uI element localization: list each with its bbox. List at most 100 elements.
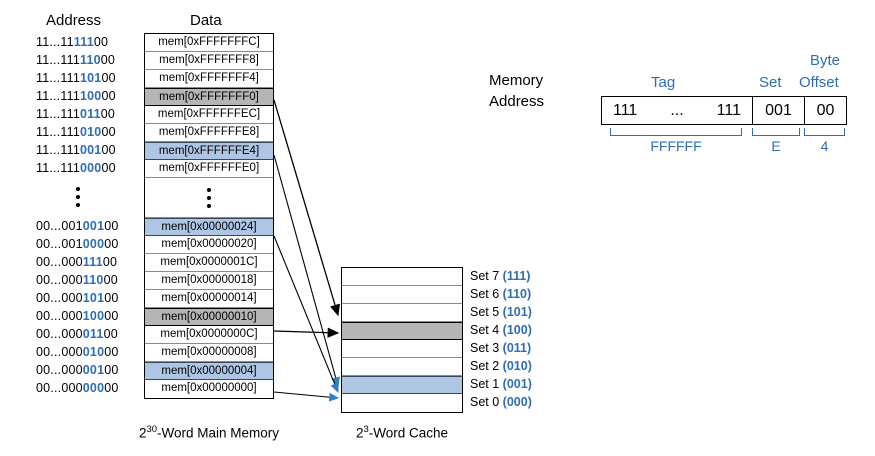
cache-set-binary: (101) (502, 305, 532, 319)
memory-address-label-line2: Address (489, 93, 545, 110)
address-ellipsis (36, 177, 144, 217)
cache-set-label: Set 7 (111) (470, 267, 532, 285)
memory-address-label-row: 00...00001100 (36, 325, 144, 343)
address-set-bits: 110 (80, 53, 101, 67)
memory-address-label-row: 11...11100100 (36, 141, 144, 159)
tag-field: 111 ... 111 (602, 97, 752, 124)
tag-field-ellipsis: ... (670, 101, 684, 119)
cache-set-binary: (001) (502, 377, 532, 391)
cache-set-name: Set 6 (470, 287, 500, 301)
address-set-bits: 111 (82, 255, 103, 269)
address-tag-bits: 00...000 (36, 363, 83, 377)
memory-row: mem[0xFFFFFFF8] (145, 52, 273, 70)
cache-set-label: Set 2 (010) (470, 357, 532, 375)
memory-row: mem[0xFFFFFFE0] (145, 160, 273, 178)
address-tag-bits: 11...111 (36, 71, 80, 85)
address-set-bits: 100 (82, 309, 105, 323)
memory-address-label-row: 00...00010000 (36, 307, 144, 325)
memory-row: mem[0xFFFFFFE8] (145, 124, 273, 142)
byte-offset-hex-label: 4 (820, 138, 829, 154)
memory-row-ellipsis (145, 178, 273, 218)
memory-row: mem[0xFFFFFFE4] (145, 142, 273, 160)
cache-set-row (342, 358, 462, 376)
memory-row: mem[0x00000024] (145, 218, 273, 236)
memory-address-label: Memory Address (489, 70, 544, 112)
address-set-bits: 001 (82, 219, 105, 233)
address-tag-bits: 11...111 (36, 53, 80, 67)
address-tag-bits: 00...000 (36, 327, 83, 341)
memory-address-label-row: 11...11101100 (36, 105, 144, 123)
address-set-bits: 001 (80, 143, 102, 157)
cache-set-row (342, 340, 462, 358)
address-tag-bits: 00...001 (36, 237, 83, 251)
cache-set-row (342, 304, 462, 322)
memory-address-label-row: 11...11100000 (36, 159, 144, 177)
memory-row: mem[0xFFFFFFF4] (145, 70, 273, 88)
byte-offset-field-name-line1: Byte (810, 52, 841, 69)
cache-set-label: Set 0 (000) (470, 393, 532, 411)
cache-caption-base: 2 (355, 425, 364, 441)
cache-set-binary: (011) (502, 341, 532, 355)
address-offset-bits: 00 (104, 237, 119, 251)
cache-set-row (342, 322, 462, 340)
byte-offset-field-name-line2: Offset (799, 74, 839, 91)
address-set-bits: 110 (82, 273, 104, 287)
address-set-bits: 101 (80, 71, 102, 85)
address-offset-bits: 00 (101, 125, 116, 139)
address-set-bits: 000 (82, 381, 105, 395)
cache-set-label-list: Set 7 (111) Set 6 (110)Set 5 (101) Set 4 (… (470, 267, 532, 411)
address-tag-bits: 00...000 (36, 345, 83, 359)
main-memory-box: mem[0xFFFFFFFC]mem[0xFFFFFFF8]mem[0xFFFF… (144, 33, 274, 399)
memory-row: mem[0x00000014] (145, 290, 273, 308)
memory-row: mem[0xFFFFFFF0] (145, 88, 273, 106)
address-offset-bits: 00 (100, 107, 116, 121)
tag-field-left-bits: 111 (613, 101, 638, 119)
memory-row: mem[0x00000018] (145, 272, 273, 290)
cache-set-label: Set 4 (100) (470, 321, 532, 339)
address-offset-bits: 00 (104, 381, 119, 395)
address-offset-bits: 00 (104, 291, 119, 305)
cache-set-row (342, 376, 462, 394)
memory-row: mem[0x00000000] (145, 380, 273, 398)
cache-set-label: Set 1 (001) (470, 375, 532, 393)
address-offset-bits: 00 (104, 219, 119, 233)
address-tag-bits: 00...000 (36, 309, 83, 323)
address-tag-bits: 11...11 (36, 35, 74, 49)
tag-hex-brace (610, 128, 742, 136)
address-tag-bits: 00...000 (36, 381, 83, 395)
cache-caption-exponent: 3 (363, 424, 369, 435)
address-offset-bits: 00 (101, 89, 116, 103)
set-field: 001 (752, 97, 804, 124)
memory-address-label-row: 00...00001000 (36, 343, 144, 361)
memory-address-label-row: 00...00011000 (36, 271, 144, 289)
address-offset-bits: 00 (103, 273, 118, 287)
memory-address-label-row: 00...00010100 (36, 289, 144, 307)
address-offset-bits: 00 (104, 309, 119, 323)
arrow-ffffffe4-to-set1 (273, 154, 340, 388)
cache-set-binary: (100) (502, 323, 532, 337)
memory-row: mem[0x0000000C] (145, 326, 273, 344)
address-set-bits: 101 (82, 291, 105, 305)
address-tag-bits: 11...111 (36, 89, 80, 103)
cache-set-row (342, 268, 462, 286)
memory-address-label-row: 00...00100000 (36, 235, 144, 253)
tag-field-right-bits: 111 (716, 101, 741, 119)
arrow-00000010-to-set4 (273, 327, 340, 338)
address-tag-bits: 11...111 (36, 143, 80, 157)
cache-set-name: Set 5 (470, 305, 500, 319)
address-set-bits: 000 (82, 237, 105, 251)
address-set-bits: 001 (82, 363, 105, 377)
main-memory-caption-base: 2 (138, 425, 147, 441)
address-tag-bits: 11...111 (36, 161, 80, 175)
memory-address-label-row: 00...00000000 (36, 379, 144, 397)
memory-row: mem[0x00000008] (145, 344, 273, 362)
address-offset-bits: 00 (93, 35, 109, 49)
cache-set-name: Set 0 (470, 395, 500, 409)
address-set-bits: 010 (82, 345, 105, 359)
set-hex-label: E (771, 138, 781, 154)
address-tag-bits: 11...111 (36, 107, 80, 121)
memory-row: mem[0x00000004] (145, 362, 273, 380)
memory-address-label-row: 00...00100100 (36, 217, 144, 235)
cache-set-binary: (110) (502, 287, 532, 301)
